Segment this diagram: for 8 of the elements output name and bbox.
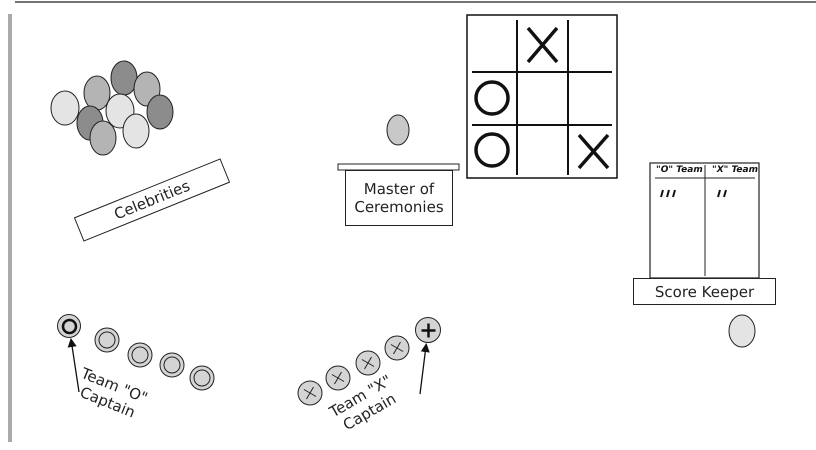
leader-line bbox=[419, 343, 430, 394]
captain-marker bbox=[57, 314, 81, 338]
table-sign: Score Keeper bbox=[633, 278, 776, 305]
column-header: "X" Team bbox=[712, 165, 758, 175]
captain-marker bbox=[415, 317, 441, 343]
podium: Master of Ceremonies bbox=[345, 170, 453, 226]
leader-line bbox=[68, 338, 80, 392]
column-header: "O" Team bbox=[656, 165, 703, 175]
